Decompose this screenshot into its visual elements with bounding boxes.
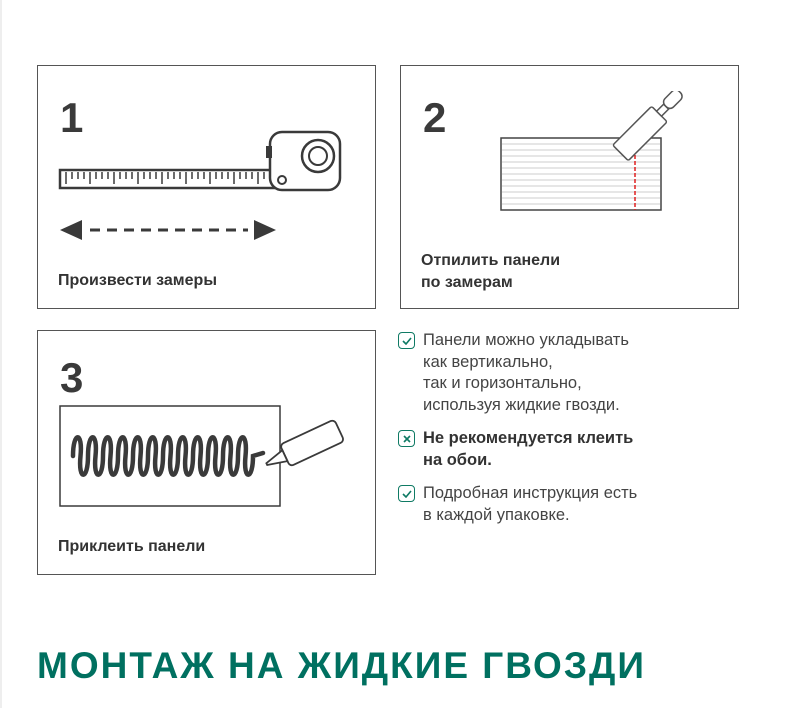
glue-panel-icon: [59, 405, 344, 507]
tip-text: Не рекомендуется клеить на обои.: [423, 429, 634, 469]
tip-text: Подробная инструкция есть в каждой упако…: [423, 484, 638, 524]
check-icon: [398, 485, 415, 502]
page-edge: [0, 0, 2, 708]
step-1-card: 1 Произвести замеры: [37, 65, 376, 309]
panel-saw-icon: [500, 91, 683, 211]
step-number: 2: [423, 94, 447, 141]
step-caption: Приклеить панели: [58, 538, 206, 555]
step-number: 3: [60, 354, 84, 401]
tip-text: Панели можно укладывать как вертикально,…: [423, 331, 629, 414]
tip-item: Подробная инструкция есть в каждой упако…: [398, 483, 698, 526]
tape-measure-icon: [58, 130, 342, 240]
step-number: 1: [60, 94, 84, 141]
step-caption: Отпилить панели по замерам: [421, 252, 561, 291]
step-2-card: 2 Отпилить панели по замерам: [400, 65, 739, 309]
cross-icon: [398, 430, 415, 447]
check-icon: [398, 332, 415, 349]
tips-list: Панели можно укладывать как вертикально,…: [398, 330, 698, 538]
tip-item: Панели можно укладывать как вертикально,…: [398, 330, 698, 416]
tip-item: Не рекомендуется клеить на обои.: [398, 428, 698, 471]
page-title: МОНТАЖ НА ЖИДКИЕ ГВОЗДИ: [37, 645, 646, 686]
step-3-card: 3 Приклеить панели: [37, 330, 376, 575]
step-caption: Произвести замеры: [58, 272, 217, 289]
